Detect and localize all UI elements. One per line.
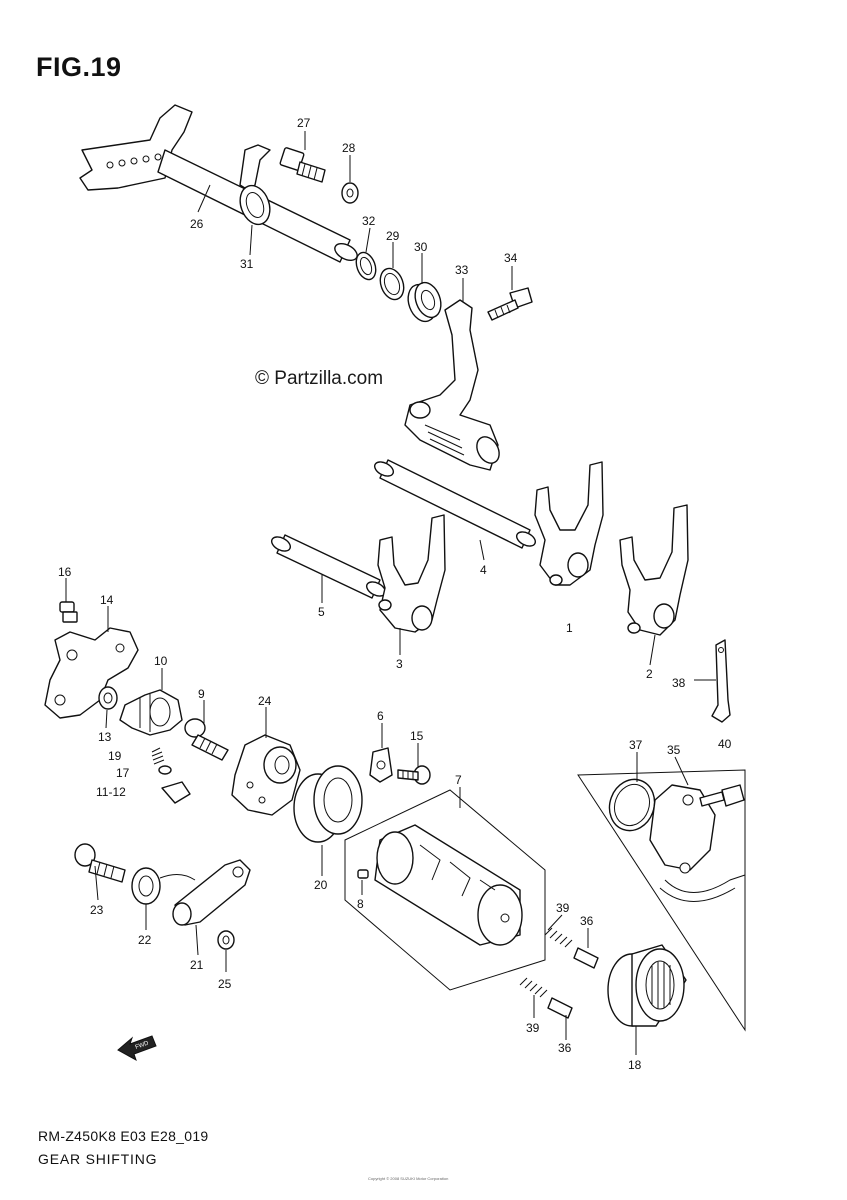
callout-23[interactable]: 23 bbox=[90, 903, 104, 917]
callout-27[interactable]: 27 bbox=[297, 116, 311, 130]
clamp-38[interactable] bbox=[711, 639, 731, 723]
callout-11-12[interactable]: 11-12 bbox=[96, 785, 126, 799]
callout-3[interactable]: 3 bbox=[396, 657, 403, 671]
leader-lines bbox=[65, 131, 716, 1055]
callout-33[interactable]: 33 bbox=[455, 263, 469, 277]
gearshift-cam-stopper-plate-14[interactable] bbox=[44, 627, 139, 719]
callout-1[interactable]: 1 bbox=[566, 621, 573, 635]
callout-40[interactable]: 40 bbox=[718, 737, 732, 751]
gearshift-cam-7[interactable] bbox=[374, 824, 523, 946]
fork-shaft-4[interactable] bbox=[372, 459, 537, 549]
lever-bolt-34[interactable] bbox=[487, 287, 533, 321]
spring-39-upper[interactable] bbox=[544, 927, 573, 948]
callout-36-upper[interactable]: 36 bbox=[580, 914, 594, 928]
callout-21[interactable]: 21 bbox=[190, 958, 204, 972]
callout-16[interactable]: 16 bbox=[58, 565, 72, 579]
callout-26[interactable]: 26 bbox=[190, 217, 204, 231]
callout-labels: 27 28 26 31 32 29 30 33 34 4 5 3 1 2 38 … bbox=[58, 116, 732, 1072]
bearing-18[interactable] bbox=[607, 944, 687, 1027]
gearshift-shaft-26[interactable] bbox=[79, 104, 360, 264]
callout-37[interactable]: 37 bbox=[629, 738, 643, 752]
callout-5[interactable]: 5 bbox=[318, 605, 325, 619]
washer-29[interactable] bbox=[376, 265, 408, 303]
shaft-bolt-27[interactable] bbox=[279, 147, 326, 183]
gearshift-cam-box-7 bbox=[344, 789, 546, 991]
callout-32[interactable]: 32 bbox=[362, 214, 376, 228]
callout-39-lower[interactable]: 39 bbox=[526, 1021, 540, 1035]
callout-31[interactable]: 31 bbox=[240, 257, 254, 271]
callout-30[interactable]: 30 bbox=[414, 240, 428, 254]
callout-17[interactable]: 17 bbox=[116, 766, 130, 780]
copyright-note: Copyright © 2008 SUZUKI Motor Corporatio… bbox=[368, 1176, 449, 1181]
spring-39-lower[interactable] bbox=[519, 977, 548, 998]
callout-7[interactable]: 7 bbox=[455, 773, 462, 787]
sensor-bolt-35[interactable] bbox=[699, 784, 745, 807]
gearshift-lever-33[interactable] bbox=[404, 299, 504, 471]
plate-6[interactable] bbox=[369, 747, 393, 783]
callout-13[interactable]: 13 bbox=[98, 730, 112, 744]
partzilla-watermark: © Partzilla.com bbox=[255, 368, 384, 389]
gearshift-cam-plate-24[interactable] bbox=[231, 734, 301, 816]
callout-28[interactable]: 28 bbox=[342, 141, 356, 155]
pin-8[interactable] bbox=[357, 869, 369, 879]
callout-18[interactable]: 18 bbox=[628, 1058, 642, 1072]
bearing-20[interactable] bbox=[293, 765, 363, 843]
shift-return-spring-31[interactable] bbox=[235, 144, 275, 229]
bolt-15[interactable] bbox=[397, 765, 431, 785]
model-code: RM-Z450K8 E03 E28_019 bbox=[38, 1128, 209, 1144]
callout-19[interactable]: 19 bbox=[108, 749, 122, 763]
callout-20[interactable]: 20 bbox=[314, 878, 328, 892]
sensor-triangle-outline bbox=[577, 769, 746, 1032]
group-name: GEAR SHIFTING bbox=[38, 1151, 158, 1167]
gearshift-fork-1[interactable] bbox=[534, 461, 604, 586]
callout-25[interactable]: 25 bbox=[218, 977, 232, 991]
oil-seal-30[interactable] bbox=[403, 279, 445, 325]
callout-8[interactable]: 8 bbox=[357, 897, 364, 911]
washer-13[interactable] bbox=[98, 686, 118, 710]
callout-4[interactable]: 4 bbox=[480, 563, 487, 577]
pin-36-upper[interactable] bbox=[573, 947, 599, 969]
spring-22[interactable] bbox=[131, 867, 196, 905]
pawl-11-12[interactable] bbox=[161, 781, 191, 804]
gearshift-fork-3[interactable] bbox=[377, 514, 446, 633]
gearshift-fork-2[interactable] bbox=[619, 504, 689, 636]
callout-34[interactable]: 34 bbox=[504, 251, 518, 265]
stopper-arm-21[interactable] bbox=[172, 859, 251, 926]
spring-17[interactable] bbox=[151, 747, 172, 775]
fwd-label: FWD bbox=[135, 1040, 151, 1051]
callout-14[interactable]: 14 bbox=[100, 593, 114, 607]
callout-2[interactable]: 2 bbox=[646, 667, 653, 681]
gear-position-sensor-35[interactable] bbox=[649, 784, 746, 902]
figure-title: FIG.19 bbox=[36, 52, 122, 82]
callout-9[interactable]: 9 bbox=[198, 687, 205, 701]
o-ring-37[interactable] bbox=[602, 773, 661, 837]
fwd-arrow-icon: FWD bbox=[117, 1035, 157, 1062]
gearshift-cam-driven-gear-10[interactable] bbox=[119, 689, 183, 736]
fork-shaft-5[interactable] bbox=[269, 534, 387, 599]
circlip-32[interactable] bbox=[353, 250, 379, 282]
pin-36-lower[interactable] bbox=[547, 997, 573, 1019]
callout-36-lower[interactable]: 36 bbox=[558, 1041, 572, 1055]
washer-25[interactable] bbox=[217, 930, 235, 950]
callout-24[interactable]: 24 bbox=[258, 694, 272, 708]
callout-15[interactable]: 15 bbox=[410, 729, 424, 743]
bolt-23[interactable] bbox=[74, 843, 126, 883]
callout-38[interactable]: 38 bbox=[672, 676, 686, 690]
callout-39-upper[interactable]: 39 bbox=[556, 901, 570, 915]
callout-22[interactable]: 22 bbox=[138, 933, 152, 947]
callout-6[interactable]: 6 bbox=[377, 709, 384, 723]
callout-10[interactable]: 10 bbox=[154, 654, 168, 668]
callout-35[interactable]: 35 bbox=[667, 743, 681, 757]
bolt-16[interactable] bbox=[59, 601, 78, 623]
callout-29[interactable]: 29 bbox=[386, 229, 400, 243]
gearshift-cam-bolt-9[interactable] bbox=[184, 718, 229, 761]
